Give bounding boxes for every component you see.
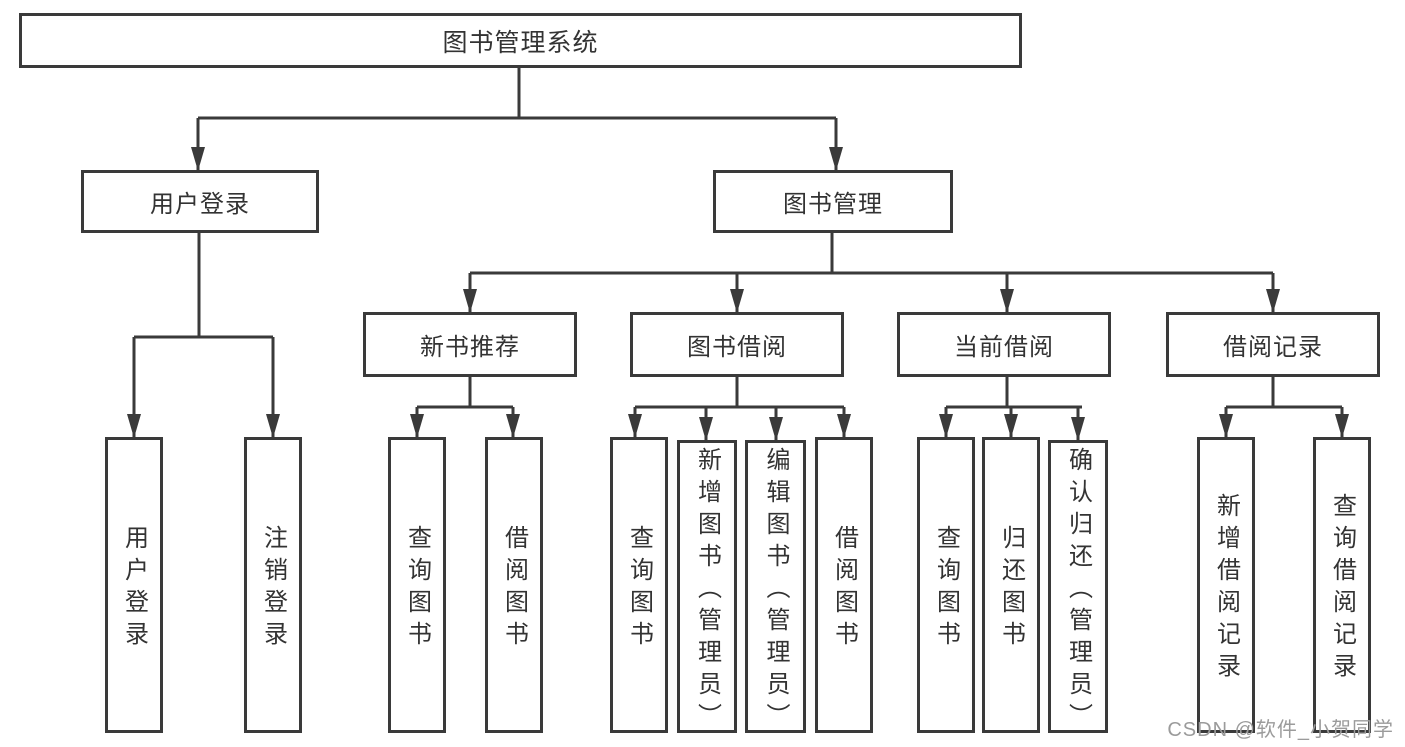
node-root: 图书管理系统 — [19, 13, 1022, 68]
connector-root-elbow — [198, 68, 836, 120]
leaf-label: 新增借阅记录 — [1212, 493, 1240, 685]
leaf-confirm-return-admin: 确认归还（管理员） — [1048, 440, 1108, 735]
connector-user-login-elbow — [134, 233, 273, 339]
node-book-management: 图书管理 — [713, 170, 953, 233]
leaf-label: 查询图书 — [932, 525, 960, 653]
leaf-query-books-current: 查询图书 — [917, 437, 975, 733]
node-label: 图书管理系统 — [442, 28, 599, 57]
node-label: 用户登录 — [150, 191, 250, 218]
node-new-book-recommend: 新书推荐 — [363, 312, 577, 377]
leaf-return-book: 归还图书 — [982, 437, 1040, 733]
node-user-login: 用户登录 — [81, 170, 319, 233]
leaf-borrow-books: 借阅图书 — [815, 437, 873, 733]
node-book-borrow: 图书借阅 — [630, 312, 844, 377]
leaf-user-login: 用户登录 — [105, 437, 163, 733]
connector-book-borrow-elbow — [635, 377, 844, 409]
leaf-edit-book-admin: 编辑图书（管理员） — [745, 440, 806, 735]
leaf-label: 查询借阅记录 — [1328, 493, 1356, 685]
leaf-add-book-admin: 新增图书（管理员） — [677, 440, 737, 735]
connector-current-borrow-elbow — [946, 377, 1082, 409]
leaf-label: 借阅图书 — [500, 525, 528, 653]
node-borrow-records: 借阅记录 — [1166, 312, 1380, 377]
node-current-borrow: 当前借阅 — [897, 312, 1111, 377]
leaf-label: 归还图书 — [997, 525, 1025, 653]
node-label: 图书借阅 — [687, 334, 787, 361]
leaf-query-books-recommend: 查询图书 — [388, 437, 446, 733]
leaf-label: 新增图书（管理员） — [693, 446, 721, 735]
node-label: 借阅记录 — [1223, 334, 1323, 361]
node-label: 新书推荐 — [420, 334, 520, 361]
connector-recommend-elbow — [417, 377, 513, 409]
leaf-label: 查询图书 — [625, 525, 653, 653]
node-label: 图书管理 — [783, 191, 883, 218]
leaf-label: 借阅图书 — [830, 525, 858, 653]
leaf-add-borrow-record: 新增借阅记录 — [1197, 437, 1255, 733]
connector-book-mgmt-elbow — [470, 233, 1273, 275]
leaf-label: 查询图书 — [403, 525, 431, 653]
csdn-watermark: CSDN @软件_小贺同学 — [1167, 719, 1394, 741]
leaf-query-borrow-record: 查询借阅记录 — [1313, 437, 1371, 733]
leaf-label: 编辑图书（管理员） — [762, 446, 789, 735]
leaf-borrow-books-recommend: 借阅图书 — [485, 437, 543, 733]
leaf-logout: 注销登录 — [244, 437, 302, 733]
leaf-label: 用户登录 — [120, 525, 148, 653]
connector-borrow-records-elbow — [1226, 377, 1342, 409]
leaf-query-books-borrow: 查询图书 — [610, 437, 668, 733]
node-label: 当前借阅 — [954, 334, 1054, 361]
leaf-label: 注销登录 — [259, 525, 287, 653]
leaf-label: 确认归还（管理员） — [1064, 446, 1092, 735]
